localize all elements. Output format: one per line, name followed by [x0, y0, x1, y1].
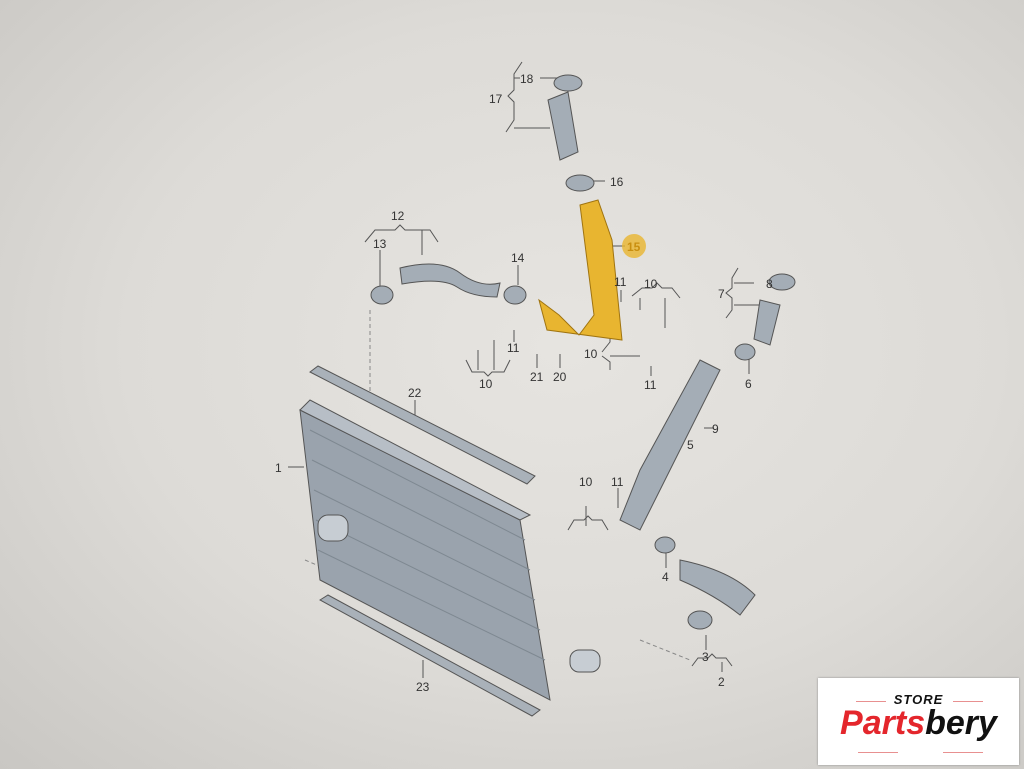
callout-21: 21 [530, 370, 544, 384]
callout-6: 6 [745, 377, 752, 391]
leader-lines [288, 61, 762, 678]
air-guide-strips [309, 365, 541, 717]
hoses [370, 74, 796, 630]
callout-5: 5 [687, 438, 694, 452]
radiator [299, 399, 601, 701]
logo-brand-red: Parts [840, 704, 926, 742]
callout-1: 1 [275, 461, 282, 475]
callout-10: 10 [479, 377, 493, 391]
callout-8: 8 [766, 277, 773, 291]
logo-brand-text: Partsbery [818, 705, 1019, 741]
callout-11: 11 [507, 341, 520, 355]
callout-22: 22 [408, 386, 422, 400]
callout-14: 14 [511, 251, 525, 265]
partsbery-store-logo: STORE Partsbery [818, 678, 1019, 765]
callout-11: 11 [644, 378, 657, 392]
callout-16: 16 [610, 175, 624, 189]
callout-13: 13 [373, 237, 387, 251]
callout-18: 18 [520, 72, 534, 86]
callout-4: 4 [662, 570, 669, 584]
callout-20: 20 [553, 370, 567, 384]
callout-10: 10 [584, 347, 598, 361]
part-15-highlighted-pipe [538, 199, 646, 341]
callout-3: 3 [702, 650, 709, 664]
logo-rule [943, 752, 983, 753]
logo-store-text: STORE [893, 692, 944, 707]
callout-labels: 18 17 16 15 12 13 14 11 10 8 7 11 10 21 … [275, 72, 773, 694]
callout-17: 17 [489, 92, 503, 106]
logo-brand-black: bery [925, 704, 997, 742]
logo-rule [953, 701, 983, 702]
callout-15: 15 [627, 240, 641, 254]
logo-rule [856, 701, 886, 702]
callout-12: 12 [391, 209, 405, 223]
callout-7: 7 [718, 287, 725, 301]
callout-9: 9 [712, 422, 719, 436]
callout-10: 10 [644, 277, 658, 291]
callout-2: 2 [718, 675, 725, 689]
logo-rule [858, 752, 898, 753]
callout-11: 11 [614, 275, 627, 289]
callout-11: 11 [611, 475, 624, 489]
callout-23: 23 [416, 680, 430, 694]
callout-10: 10 [579, 475, 593, 489]
